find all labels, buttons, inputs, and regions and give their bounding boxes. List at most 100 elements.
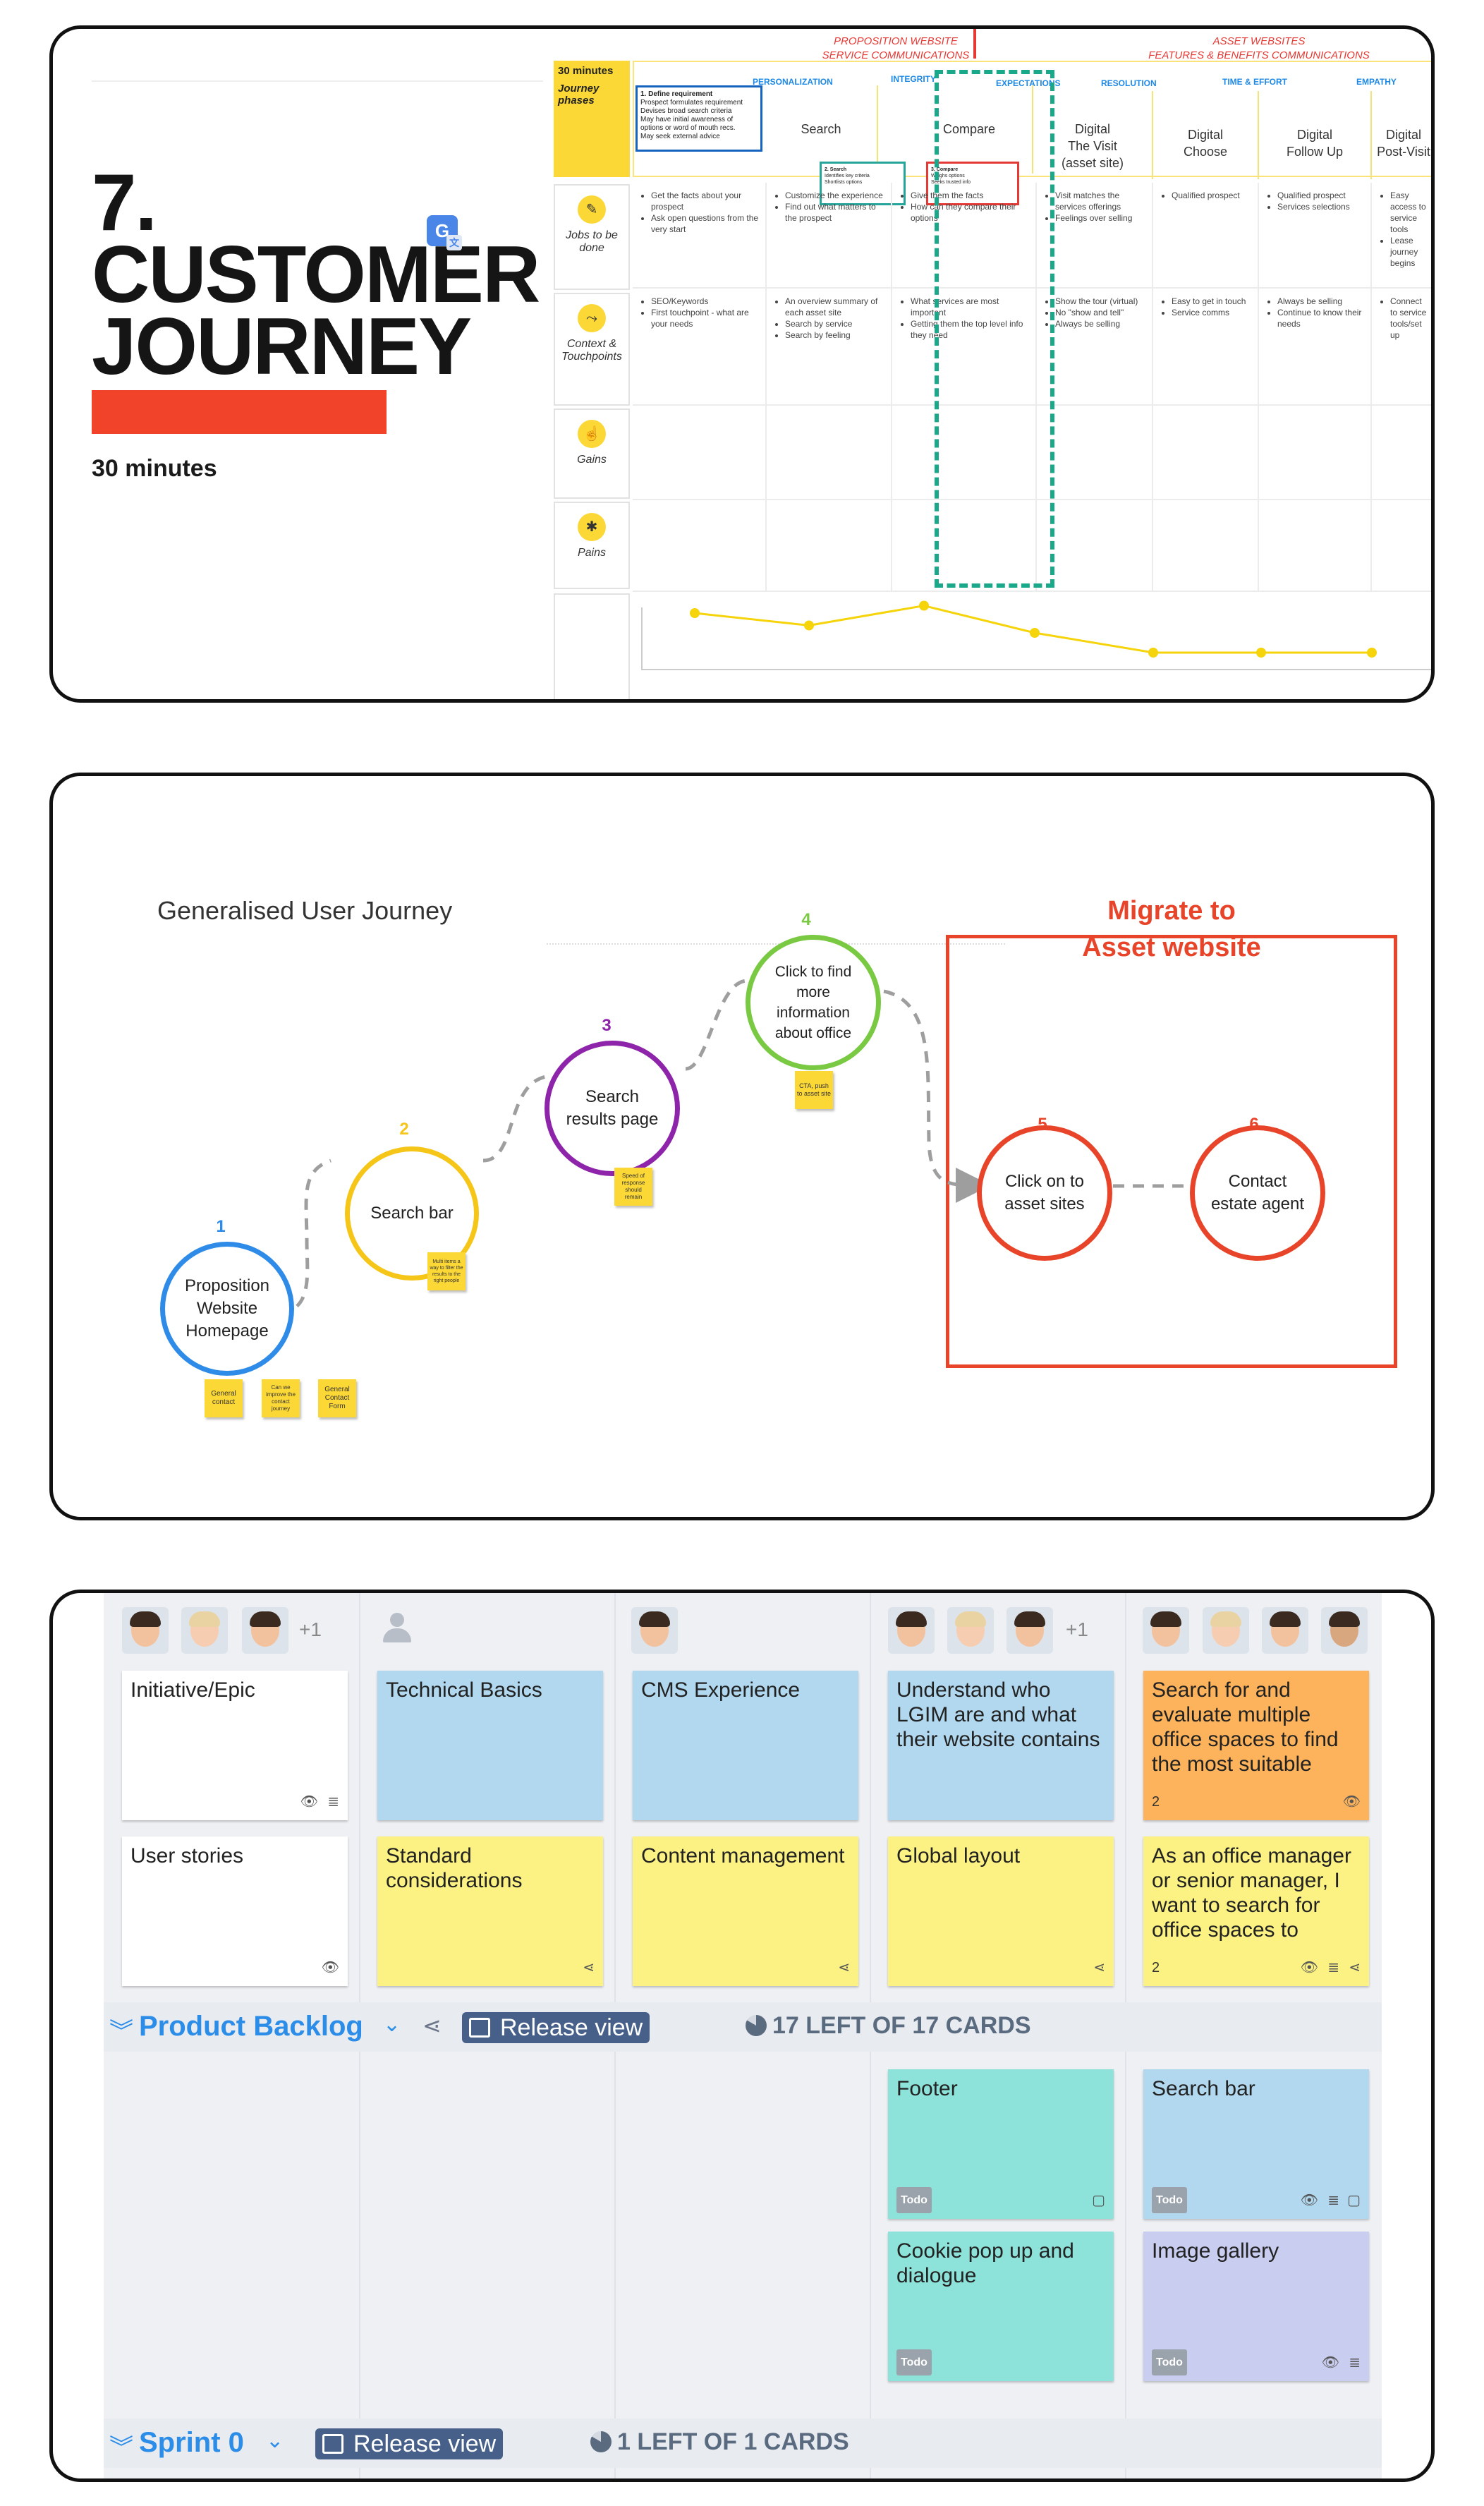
avatar[interactable]: [1321, 1607, 1368, 1654]
step-number: 1: [216, 1217, 226, 1236]
connector-2-3: [482, 1074, 552, 1163]
more-assignees[interactable]: +1: [299, 1618, 322, 1640]
eye-icon[interactable]: 👁: [1342, 1794, 1361, 1810]
story-card[interactable]: Initiative/Epic≣👁: [122, 1671, 348, 1820]
lane-title[interactable]: Product Backlog: [139, 2011, 363, 2042]
story-card[interactable]: Search for and evaluate multiple office …: [1143, 1671, 1369, 1820]
card-footer: [386, 1798, 595, 1815]
row-jobs-to-be-done: ✎ Jobs to be done: [554, 184, 630, 290]
list-icon[interactable]: ≣: [327, 1794, 339, 1810]
avatar[interactable]: [947, 1607, 994, 1654]
avatar[interactable]: [1006, 1607, 1053, 1654]
collapse-icon[interactable]: ︾: [109, 2435, 133, 2462]
step-asset-sites[interactable]: Click on to asset sites: [977, 1125, 1112, 1261]
step-homepage[interactable]: Proposition Website Homepage: [160, 1242, 294, 1376]
connector-1-2: [278, 1158, 332, 1314]
step-search-results[interactable]: Search results page: [545, 1041, 680, 1176]
sticky-note[interactable]: CTA, push to asset site: [795, 1071, 833, 1109]
phase-choose: Digital Choose: [1153, 91, 1259, 179]
avatar[interactable]: [242, 1607, 288, 1654]
step-search-bar[interactable]: Search bar: [345, 1146, 479, 1281]
step-find-office-info[interactable]: Click to find more information about off…: [746, 935, 881, 1070]
step-label: Click on to asset sites: [1004, 1172, 1085, 1213]
row-label-text: Jobs to be done: [566, 229, 618, 254]
chevron-down-icon[interactable]: ⌄: [383, 2013, 401, 2036]
story-card[interactable]: As an office manager or senior manager, …: [1143, 1836, 1369, 1986]
note-line: Identifies key criteria: [825, 174, 870, 178]
card-footer: ⋖: [896, 1960, 1105, 1980]
release-view-button[interactable]: Release view: [315, 2428, 504, 2459]
row-emotion: [554, 593, 630, 699]
journey-cell: [892, 500, 1037, 592]
journey-cell: [767, 500, 892, 592]
share-icon[interactable]: ⋖: [422, 2013, 442, 2038]
story-card[interactable]: Understand who LGIM are and what their w…: [888, 1671, 1114, 1820]
status-badge: Todo: [1152, 2187, 1187, 2213]
eye-icon[interactable]: 👁: [1300, 2193, 1318, 2208]
emotion-label: EXPECTATIONS: [996, 78, 1061, 88]
sticky-note[interactable]: General contact: [205, 1379, 243, 1417]
comment-icon[interactable]: ▢: [1092, 2193, 1105, 2208]
avatar[interactable]: [122, 1607, 169, 1654]
eye-icon[interactable]: 👁: [300, 1794, 318, 1810]
board-icon: [322, 2434, 343, 2454]
sticky-note[interactable]: General Contact Form: [318, 1379, 356, 1417]
avatar[interactable]: [631, 1607, 678, 1654]
cell-bullets: Easy access to service toolsLease journe…: [1380, 190, 1428, 269]
avatar[interactable]: [888, 1607, 935, 1654]
cards-left-count: 1 LEFT OF 1 CARDS: [590, 2428, 849, 2456]
touchpoint-icon: ⤳: [578, 304, 606, 332]
more-assignees[interactable]: +1: [1066, 1618, 1088, 1640]
collapse-icon[interactable]: ︾: [109, 2018, 133, 2045]
sticky-note[interactable]: Speed of response should remain: [614, 1168, 652, 1206]
journey-cell: [1153, 406, 1259, 500]
cell-bullet: SEO/Keywords: [651, 296, 760, 307]
story-card[interactable]: Standard considerations⋖: [377, 1836, 603, 1986]
avatar[interactable]: [181, 1607, 228, 1654]
list-icon[interactable]: ≣: [1349, 2355, 1361, 2371]
pain-icon: ✱: [578, 513, 606, 541]
avatar[interactable]: [1262, 1607, 1308, 1654]
lane-title[interactable]: Sprint 0: [139, 2427, 244, 2458]
story-card[interactable]: Global layout⋖: [888, 1836, 1114, 1986]
slide-number: 7.: [92, 158, 157, 248]
avatar[interactable]: [1143, 1607, 1189, 1654]
story-card[interactable]: CMS Experience: [633, 1671, 858, 1820]
share-icon[interactable]: ⋖: [1349, 1960, 1361, 1975]
header-text: PROPOSITION WEBSITE: [834, 35, 958, 47]
journey-connectors: [278, 979, 1190, 1314]
list-icon[interactable]: ≣: [1327, 2193, 1339, 2208]
story-card[interactable]: Technical Basics: [377, 1671, 603, 1820]
release-view-button[interactable]: Release view: [462, 2012, 650, 2043]
sticky-note[interactable]: Multi items a way to filter the results …: [427, 1252, 466, 1290]
chevron-down-icon[interactable]: ⌄: [266, 2429, 284, 2452]
row-label-text: Gains: [577, 454, 607, 466]
share-icon[interactable]: ⋖: [1093, 1960, 1105, 1975]
journey-cell: [1259, 406, 1372, 500]
comment-icon[interactable]: ▢: [1347, 2193, 1361, 2208]
cell-bullet: Easy to get in touch: [1172, 296, 1252, 307]
story-card[interactable]: User stories👁: [122, 1836, 348, 1986]
list-icon[interactable]: ≣: [1327, 1960, 1339, 1975]
share-icon[interactable]: ⋖: [838, 1960, 850, 1975]
eye-icon[interactable]: 👁: [1321, 2355, 1339, 2371]
user-journey-slide: Generalised User Journey Migrate to Asse…: [49, 773, 1435, 1520]
share-icon[interactable]: ⋖: [583, 1960, 595, 1975]
step-contact-agent[interactable]: Contact estate agent: [1190, 1125, 1325, 1261]
step-label: Proposition Website Homepage: [184, 1276, 270, 1340]
eye-icon[interactable]: 👁: [1300, 1960, 1318, 1975]
cell-bullet: Connect to service tools/set up: [1390, 296, 1428, 341]
cell-bullet: Service comms: [1172, 307, 1252, 318]
eye-icon[interactable]: 👁: [321, 1960, 339, 1975]
phase-header-cell: 30 minutes Journey phases: [554, 61, 630, 177]
sticky-note[interactable]: Can we improve the contact journey: [262, 1379, 300, 1417]
avatar[interactable]: [1203, 1607, 1249, 1654]
story-card[interactable]: Content management⋖: [633, 1836, 858, 1986]
card-footer: [641, 1798, 850, 1815]
emotion-label: TIME & EFFORT: [1222, 77, 1287, 87]
